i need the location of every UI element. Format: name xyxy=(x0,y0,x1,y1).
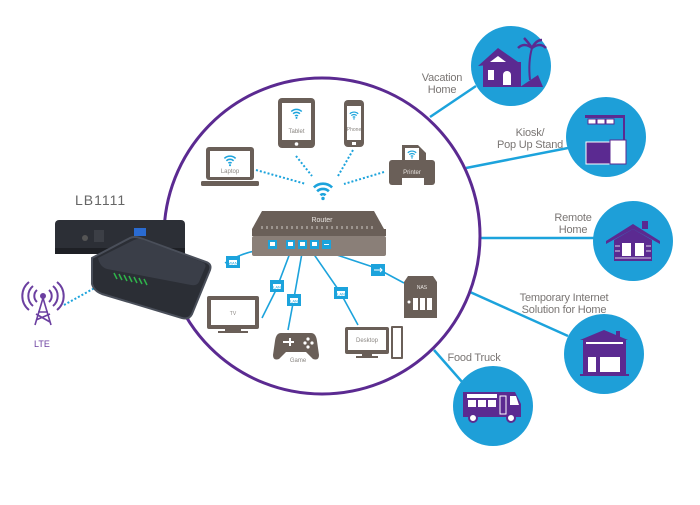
model-label: LB1111 xyxy=(75,192,127,208)
svg-text:WAN: WAN xyxy=(228,261,237,266)
lb1111-modem xyxy=(55,220,212,320)
router-wan-port xyxy=(268,240,277,249)
usb-port xyxy=(134,228,146,236)
power-port xyxy=(82,235,88,241)
desktop-device: Desktop xyxy=(345,326,403,359)
laptop-device: Laptop xyxy=(201,147,259,186)
router-label: Router xyxy=(311,217,333,224)
nas-label: NAS xyxy=(417,285,428,291)
phone-device: Phone xyxy=(344,100,364,147)
vacation-home-icon xyxy=(478,37,547,87)
laptop-label: Laptop xyxy=(221,169,240,175)
router-device: Router xyxy=(252,211,386,256)
router-lan-ports xyxy=(286,240,319,249)
connector-vacation-home xyxy=(429,84,477,119)
kiosk-label: Kiosk/ Pop Up Stand xyxy=(496,127,564,151)
use-case-temporary-internet xyxy=(564,314,644,394)
status-leds xyxy=(113,272,148,286)
wan-tag: WAN xyxy=(226,256,240,268)
svg-text:LAN: LAN xyxy=(273,285,281,290)
use-case-vacation-home xyxy=(471,26,551,106)
tablet-device: Tablet xyxy=(278,98,315,148)
use-case-connectors xyxy=(429,84,594,384)
tablet-label: Tablet xyxy=(288,129,304,135)
use-case-food-truck xyxy=(453,366,533,446)
svg-text:LAN: LAN xyxy=(337,292,345,297)
game-controller-device: Game xyxy=(273,333,319,364)
vacation-home-label: Vacation Home xyxy=(421,72,463,96)
connector-temporary-internet xyxy=(469,290,569,338)
wireless-links xyxy=(63,149,385,306)
use-case-kiosk xyxy=(566,97,646,177)
nas-device: NAS xyxy=(404,276,437,318)
lte-tower-icon xyxy=(21,281,65,326)
connector-food-truck xyxy=(433,349,464,384)
tv-label: TV xyxy=(230,311,237,317)
food-truck-label: Food Truck xyxy=(447,352,501,364)
cabin-icon xyxy=(606,221,660,261)
lte-label: LTE xyxy=(34,339,50,349)
svg-text:LAN: LAN xyxy=(290,299,298,304)
house-icon xyxy=(580,330,629,376)
desktop-label: Desktop xyxy=(356,338,379,344)
use-case-remote-home xyxy=(593,201,673,281)
router-usb-port xyxy=(322,240,331,249)
wifi-icon xyxy=(312,182,334,202)
lan-tag-desktop: LAN xyxy=(334,287,348,299)
lan-tag-game: LAN xyxy=(287,294,301,306)
connector-kiosk xyxy=(465,146,569,170)
router-vents xyxy=(261,226,373,229)
remote-home-label: Remote Home xyxy=(554,212,592,236)
usb-tag xyxy=(371,264,385,276)
game-label: Game xyxy=(290,358,307,364)
printer-device: Printer xyxy=(389,145,435,186)
kiosk-icon xyxy=(585,115,627,165)
lan-tag-tv: LAN xyxy=(270,280,284,292)
phone-label: Phone xyxy=(347,127,362,133)
printer-label: Printer xyxy=(403,170,421,176)
tv-device: TV xyxy=(207,296,259,333)
temporary-internet-label: Temporary Internet Solution for Home xyxy=(519,292,609,316)
food-truck-icon xyxy=(463,392,521,423)
